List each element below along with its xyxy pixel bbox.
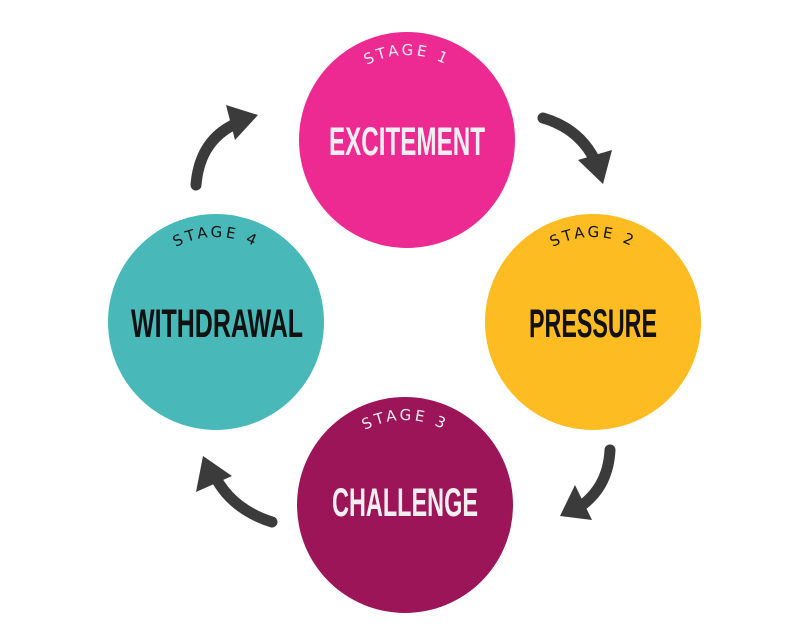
stage-3-title: CHALLENGE xyxy=(332,481,478,525)
stage-1-node: STAGE 1 EXCITEMENT xyxy=(299,32,515,248)
stage-4-node: STAGE 4 WITHDRAWAL xyxy=(108,214,324,430)
stage-3-circle xyxy=(297,397,513,613)
stage-2-circle xyxy=(485,214,701,430)
stage-3-node: STAGE 3 CHALLENGE xyxy=(297,397,513,613)
arrow-stage4-to-stage1-icon xyxy=(190,105,258,191)
arrow-stage2-to-stage3-icon xyxy=(560,444,616,520)
arrow-stage1-to-stage2-icon xyxy=(537,112,612,184)
stage-1-title: EXCITEMENT xyxy=(329,120,485,164)
stage-4-circle xyxy=(108,214,324,430)
arrow-stage3-to-stage4-icon xyxy=(196,456,278,528)
stage-4-title: WITHDRAWAL xyxy=(131,302,303,346)
stage-1-circle xyxy=(299,32,515,248)
stage-2-title: PRESSURE xyxy=(529,302,657,346)
stage-2-node: STAGE 2 PRESSURE xyxy=(485,214,701,430)
